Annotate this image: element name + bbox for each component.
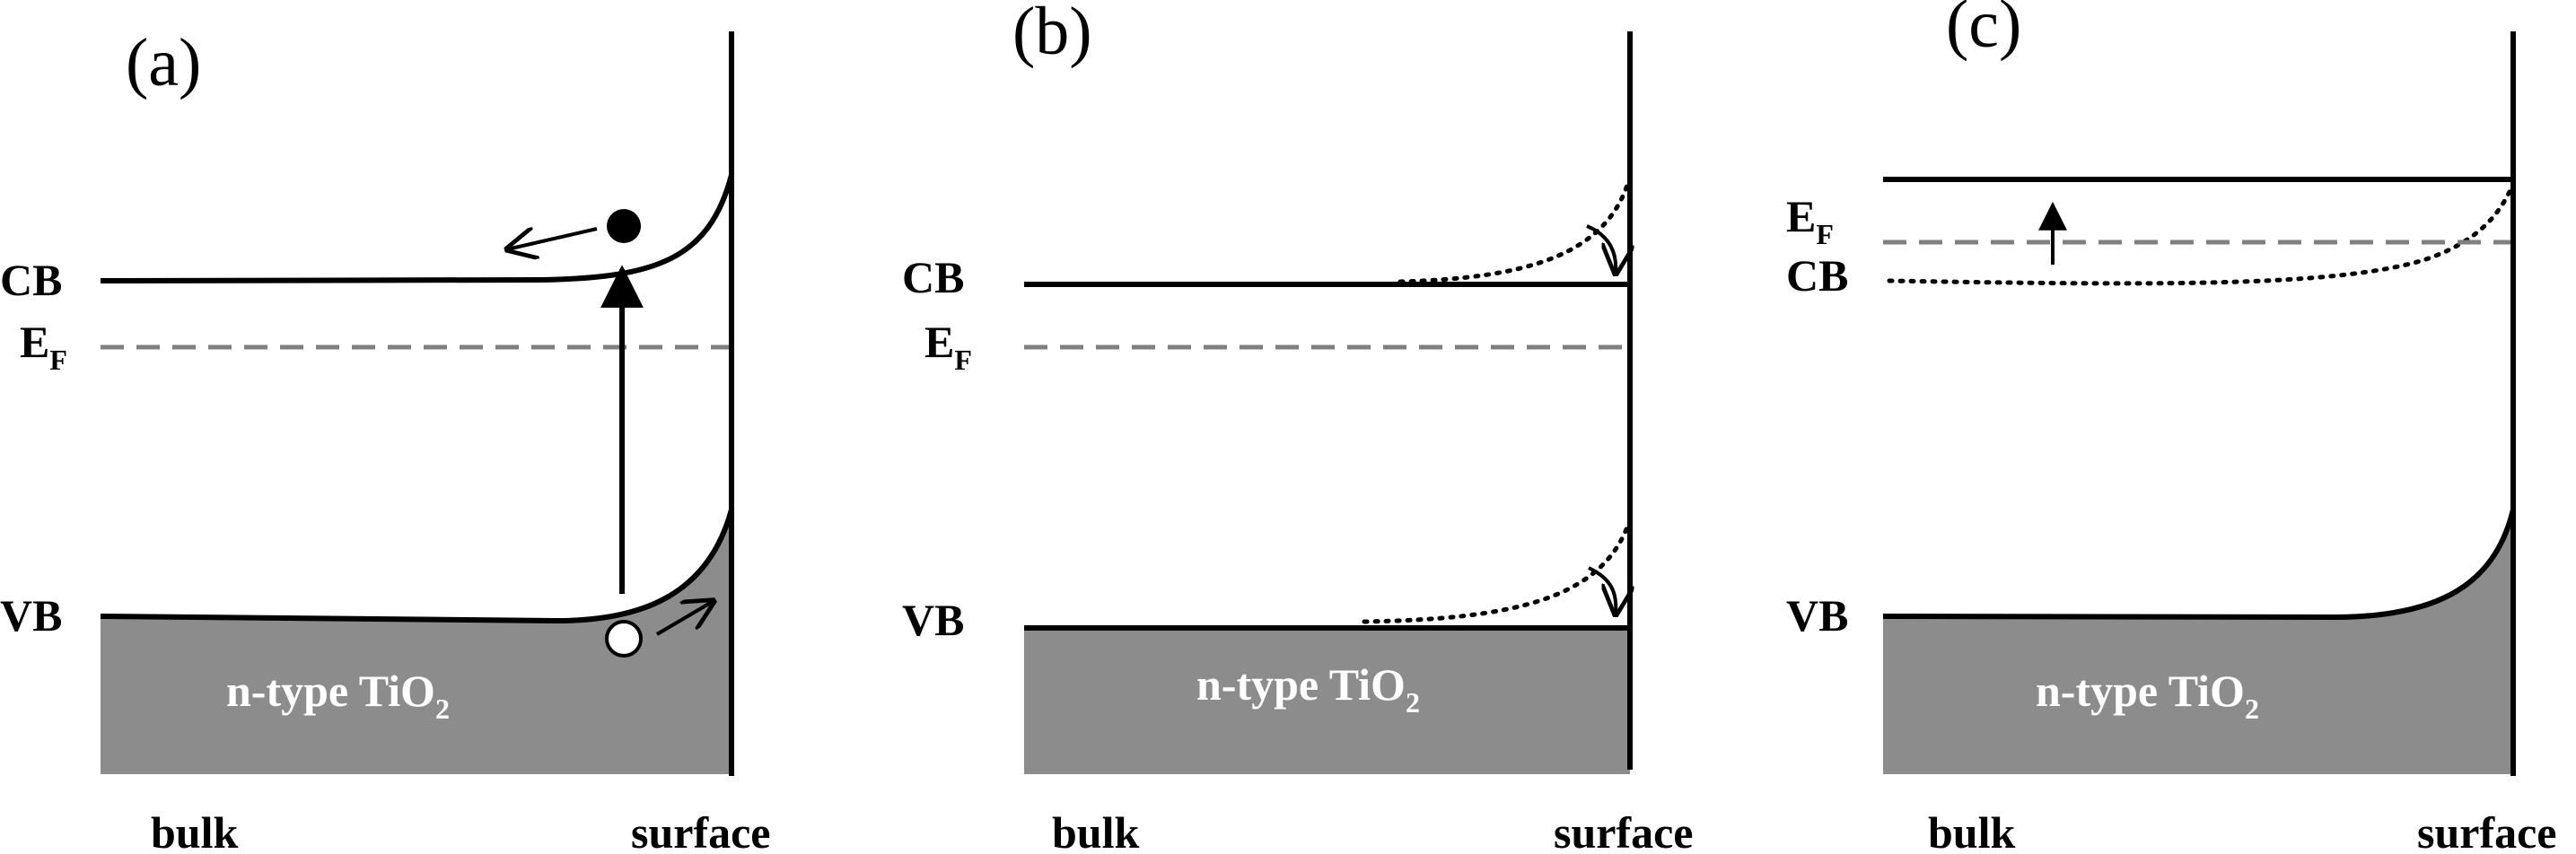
panel-c-bulk-label: bulk (1928, 807, 2016, 854)
panel-a-valence-band (100, 509, 734, 624)
panel-c-cb-label: CB (1786, 250, 1848, 301)
panel-b-valence-fill (1024, 628, 1630, 774)
panel-b-valence-former-bending (1362, 519, 1632, 624)
panel-c-ef-label: EF (1786, 191, 1834, 250)
panel-b-conduction-former-bending (1398, 177, 1632, 284)
panel-b-vb-label: VB (902, 595, 964, 645)
panel-a-hole (605, 620, 643, 658)
panel-c-label: (c) (1946, 0, 2021, 62)
panel-a-electron (607, 209, 641, 243)
panel-c-material-label: n-type TiO2 (2036, 666, 2259, 725)
panel-a-electron-arrow (507, 227, 598, 249)
panel-b-ef-label: EF (924, 317, 972, 376)
panel-b-conduction-flatten-arrow (1586, 224, 1616, 274)
panel-b-valence-flatten-arrow (1588, 566, 1616, 614)
panel-b: (b) CB VB EF n-type TiO2 bulk surface (902, 0, 1694, 854)
panel-b-bulk-label: bulk (1052, 807, 1140, 854)
panel-b-material-label: n-type TiO2 (1196, 659, 1420, 719)
panel-a-conduction-band (100, 174, 734, 283)
panel-c-vb-label: VB (1786, 590, 1848, 640)
panel-a: (a) CB VB EF n-type TiO2 bulk surface (0, 25, 771, 854)
panel-a-vb-label: VB (0, 590, 62, 640)
panel-b-cb-label: CB (902, 252, 964, 302)
panel-a-valence-fill (101, 510, 732, 774)
panel-c-valence-fill (1883, 510, 2513, 774)
panel-c-surface-label: surface (2417, 807, 2557, 854)
panel-c: (c) EF CB VB n-type TiO2 bulk surface (1786, 0, 2557, 854)
panel-a-label: (a) (126, 25, 201, 100)
panel-c-conduction-band-original (1887, 181, 2516, 286)
panel-a-surface-label: surface (631, 807, 771, 854)
panel-a-bulk-label: bulk (151, 807, 239, 854)
panel-a-material-label: n-type TiO2 (226, 666, 450, 725)
panel-a-ef-label: EF (20, 317, 67, 376)
panel-a-cb-label: CB (0, 255, 62, 305)
panel-a-hole-arrow (655, 601, 714, 636)
panel-c-valence-band (1882, 509, 2516, 621)
panel-b-surface-label: surface (1554, 807, 1694, 854)
panel-b-label: (b) (1012, 0, 1092, 69)
